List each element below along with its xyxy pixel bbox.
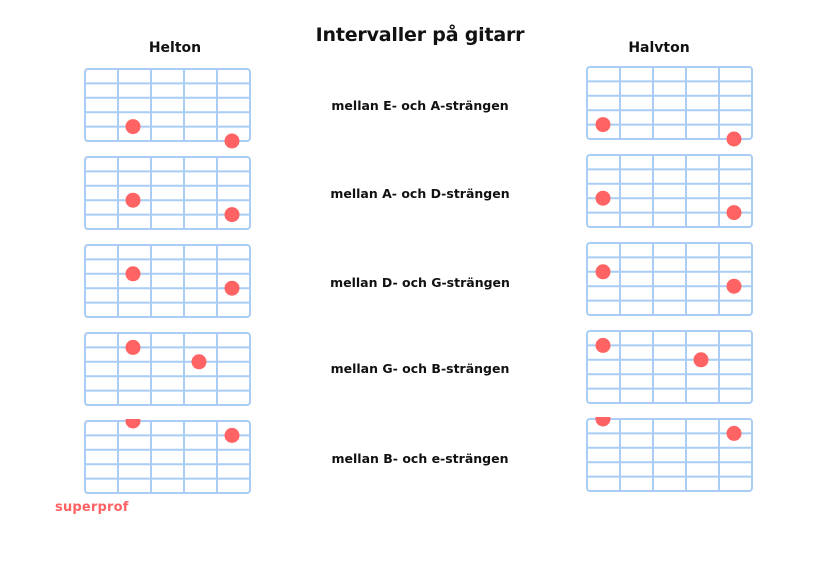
finger-dot <box>125 192 141 208</box>
fretboard-helton-3 <box>84 244 251 318</box>
row-label-g-b: mellan G- och B-strängen <box>330 361 510 376</box>
finger-dot <box>595 264 611 280</box>
row-label-a-d: mellan A- och D-strängen <box>330 186 510 201</box>
fretboard-helton-1 <box>84 68 251 149</box>
finger-dot <box>595 117 611 133</box>
finger-dot <box>595 337 611 353</box>
finger-dot <box>125 119 141 135</box>
finger-dot <box>726 425 742 441</box>
fretboard-frame <box>84 332 251 406</box>
finger-dot <box>693 352 709 368</box>
finger-dot <box>224 133 240 149</box>
row-label-b-e: mellan B- och e-strängen <box>331 451 509 466</box>
fretboard-frame <box>586 242 753 316</box>
fretboard-frame <box>586 66 753 140</box>
fretboard-frame <box>586 154 753 228</box>
fretboard-frame <box>586 330 753 404</box>
fretboard-frame <box>84 420 251 494</box>
fretboard-halvton-4 <box>586 330 753 404</box>
finger-dot <box>726 205 742 221</box>
fretboard-helton-5 <box>84 419 251 494</box>
fretboard-frame <box>84 156 251 230</box>
row-label-d-g: mellan D- och G-strängen <box>330 275 510 290</box>
row-label-e-a: mellan E- och A-strängen <box>331 98 509 113</box>
finger-dot <box>224 280 240 296</box>
fretboard-halvton-2 <box>586 154 753 228</box>
fretboard-halvton-3 <box>586 242 753 316</box>
finger-dot <box>224 207 240 223</box>
fretboard-helton-4 <box>84 332 251 406</box>
superprof-logo: superprof <box>55 500 129 515</box>
finger-dot <box>125 339 141 355</box>
finger-dot <box>125 266 141 282</box>
finger-dot <box>595 417 611 427</box>
fretboard-halvton-1 <box>586 66 753 147</box>
fretboard-frame <box>84 244 251 318</box>
finger-dot <box>726 278 742 294</box>
finger-dot <box>224 427 240 443</box>
finger-dot <box>125 419 141 429</box>
finger-dot <box>191 354 207 370</box>
fretboard-helton-2 <box>84 156 251 230</box>
fretboard-frame <box>84 68 251 142</box>
column-heading-helton: Helton <box>148 40 202 56</box>
fretboard-frame <box>586 418 753 492</box>
diagram-title: Intervaller på gitarr <box>315 24 525 46</box>
finger-dot <box>726 131 742 147</box>
column-heading-halvton: Halvton <box>628 40 690 56</box>
fretboard-halvton-5 <box>586 417 753 492</box>
finger-dot <box>595 190 611 206</box>
